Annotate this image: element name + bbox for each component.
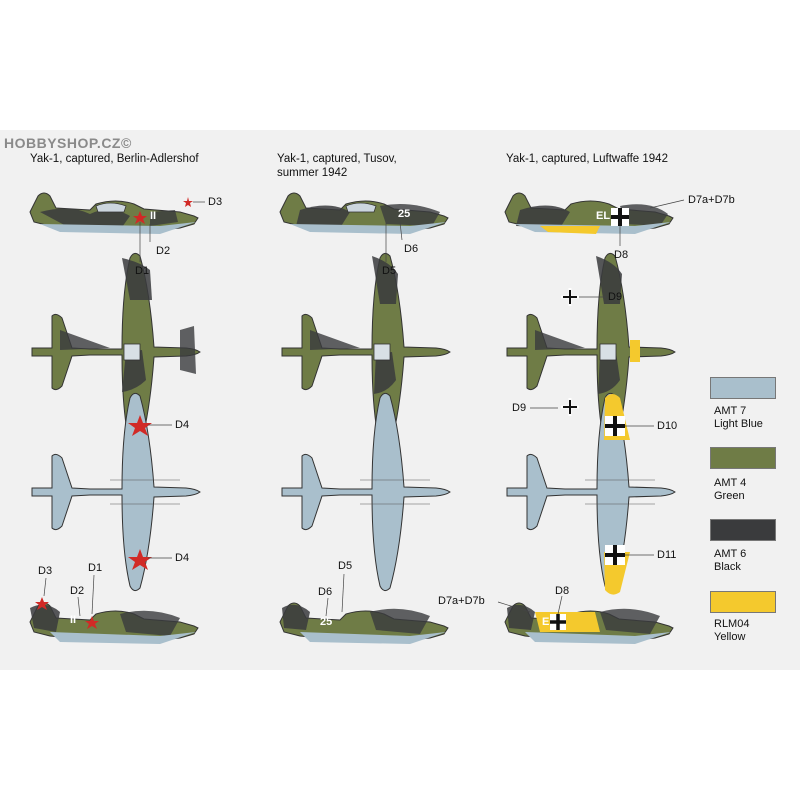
decal-label-d8-lower: D8 [555,585,570,597]
scheme-2-title-line2: summer 1942 [277,167,348,179]
decal-label-d10: D10 [657,420,678,432]
decal-label-d1-lower: D1 [88,562,103,574]
legend-code-rlm04: RLM04 [714,618,750,630]
s2-side-top [279,192,449,234]
legend-swatch-yellow [710,591,776,613]
decal-label-d2-lower: D2 [70,585,85,597]
s3-top-code: EL [596,210,611,222]
s3-plan-top [506,252,676,452]
watermark: HOBBYSHOP.CZ© [4,135,132,151]
legend-name-green: Green [714,490,745,502]
s3-side-top [504,192,674,234]
scheme-2-title: Yak-1, captured, Tusov, [277,153,397,165]
legend-name-black: Black [714,561,741,573]
s2-top-code: 25 [398,208,411,220]
s3-plan-bottom [506,392,676,595]
decal-label-d8: D8 [614,249,629,261]
s3-bottom-code: E [542,616,550,628]
legend-code-amt4: AMT 4 [714,477,747,489]
s2-plan-bottom [281,392,451,592]
scheme-1-title: Yak-1, captured, Berlin-Adlershof [30,153,199,165]
decal-label-d3: D3 [208,196,223,208]
legend-swatch-black [710,519,776,541]
decal-label-d7: D7a+D7b [688,194,735,206]
decal-label-d6: D6 [404,243,419,255]
legend-name-light-blue: Light Blue [714,418,763,430]
s2-plan-top [281,252,451,452]
decal-label-d3-lower: D3 [38,565,53,577]
s3-side-bottom [504,602,674,644]
legend-code-amt6: AMT 6 [714,548,747,560]
s1-plan-top [31,252,201,452]
s2-bottom-code: 25 [320,616,333,628]
s1-side-top [29,192,199,234]
s1-side-bottom [29,597,199,644]
legend-name-yellow: Yellow [714,631,746,643]
legend-swatch-light-blue [710,377,776,399]
leader-lines [43,199,685,617]
legend-swatch-green [710,447,776,469]
decal-label-d4-top: D4 [175,419,190,431]
decal-label-d9-top: D9 [608,291,623,303]
s1-top-code: II [150,210,157,222]
s1-plan-bottom [31,392,201,592]
decal-label-d5-lower: D5 [338,560,353,572]
decal-label-d1: D1 [135,265,150,277]
decal-label-d9-left: D9 [512,402,527,414]
decal-label-d6-lower: D6 [318,586,333,598]
s1-bottom-code: II [70,614,77,626]
decal-label-d11: D11 [657,549,677,561]
scheme-3-title: Yak-1, captured, Luftwaffe 1942 [506,153,668,165]
legend-code-amt7: AMT 7 [714,405,747,417]
decal-label-d4-bottom: D4 [175,552,190,564]
s2-side-bottom [279,602,449,644]
decal-label-d2: D2 [156,245,171,257]
decal-label-d5: D5 [382,265,397,277]
decal-label-d7-lower: D7a+D7b [438,595,485,607]
